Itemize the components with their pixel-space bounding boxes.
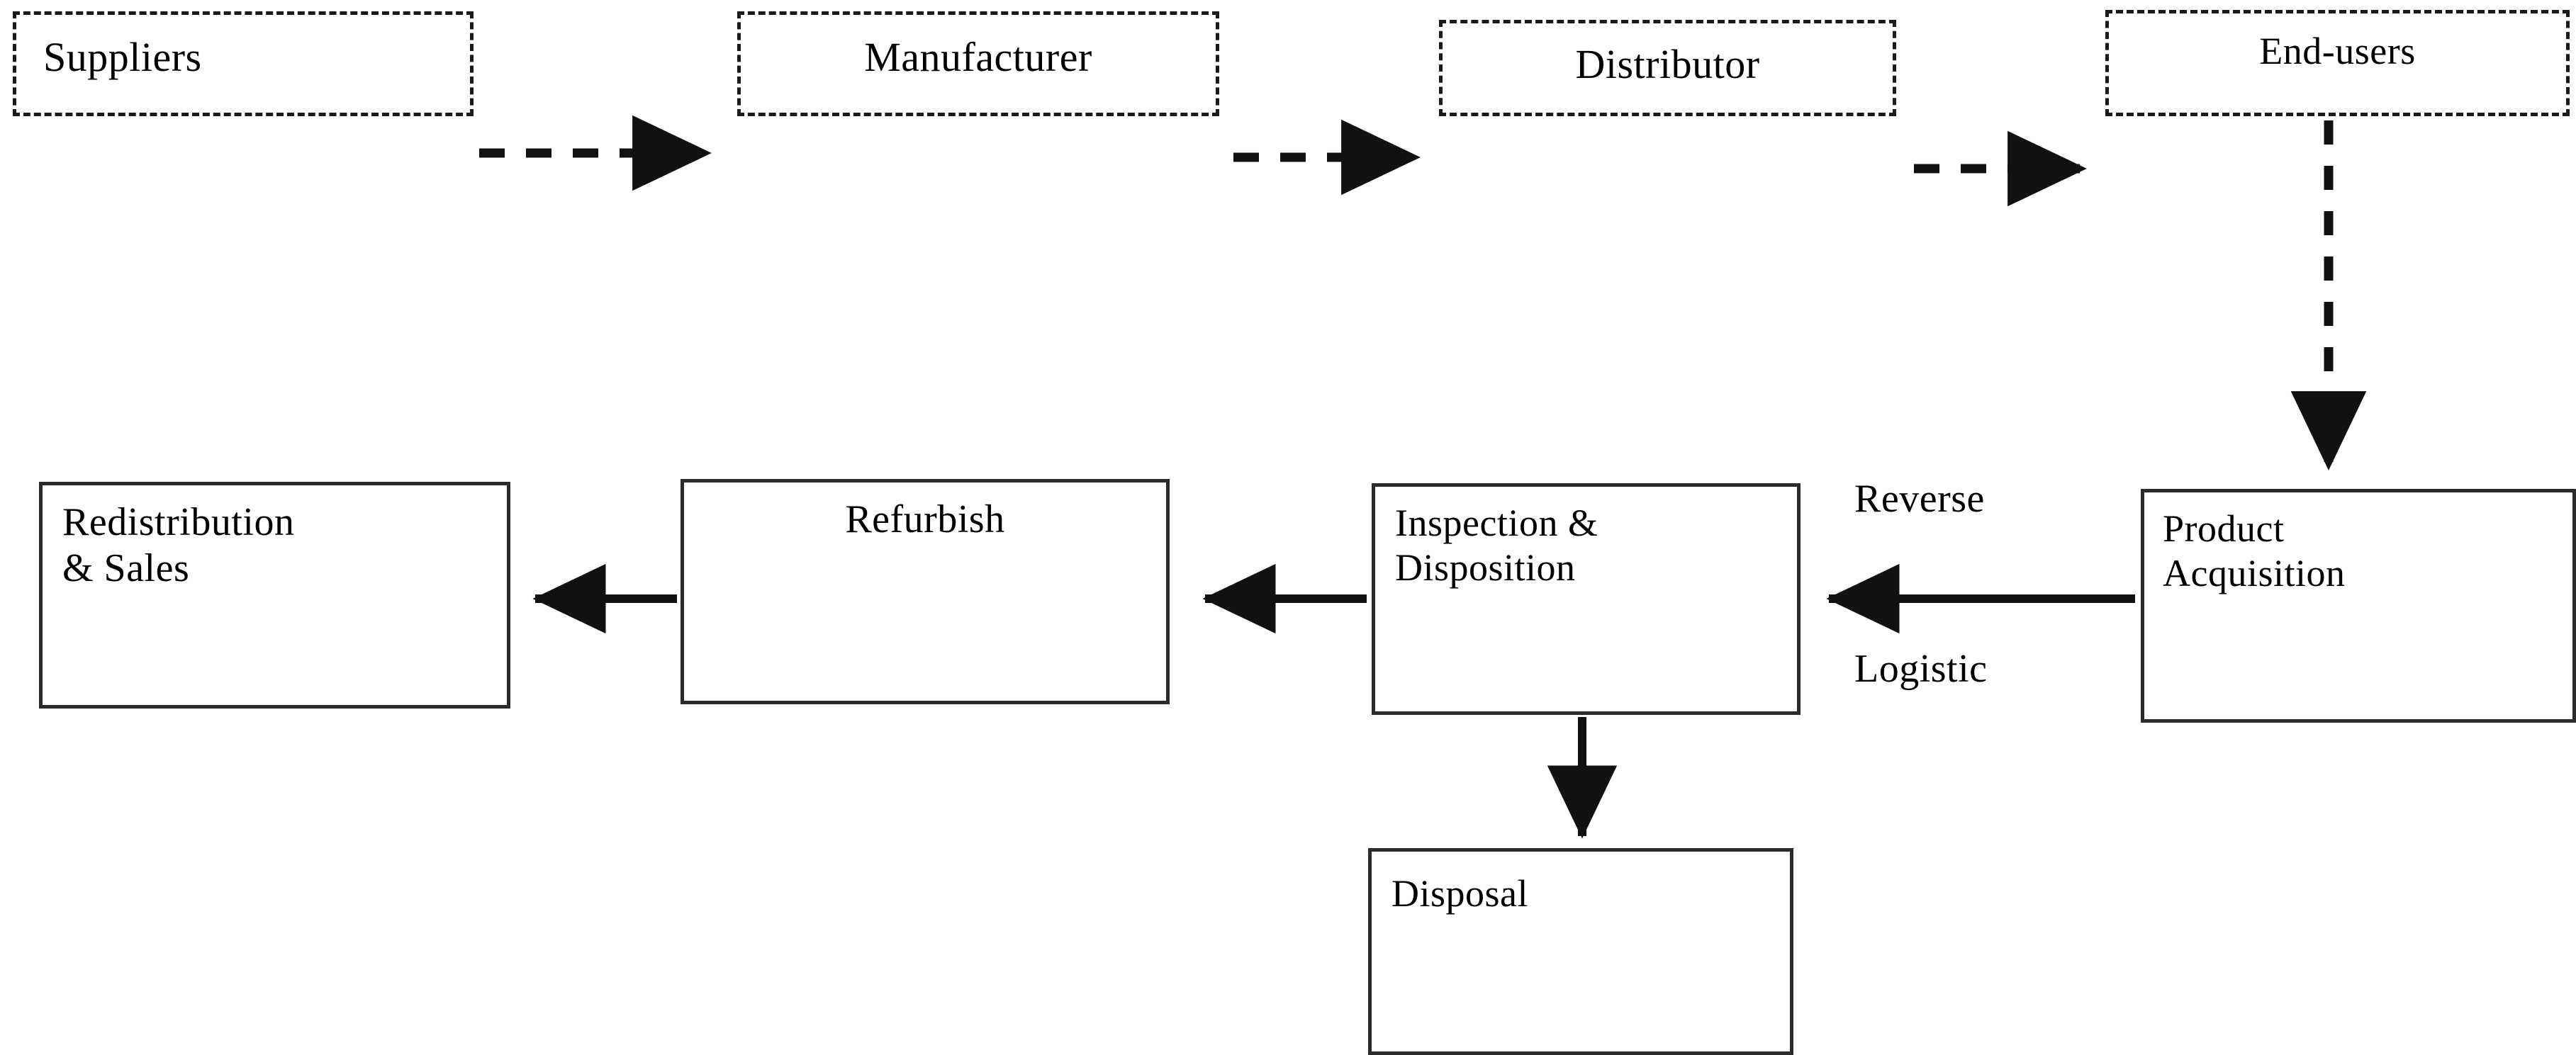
edge-label-reverse: Reverse (1854, 477, 1985, 521)
node-distributor[interactable]: Distributor (1439, 20, 1896, 116)
node-inspection-and-disposition[interactable]: Inspection & Disposition (1372, 483, 1801, 715)
node-product-acquisition[interactable]: Product Acquisition (2141, 489, 2576, 723)
node-redistribution-and-sales-label: Redistribution & Sales (62, 500, 295, 590)
node-end-users[interactable]: End-users (2105, 10, 2570, 116)
node-manufacturer[interactable]: Manufacturer (737, 11, 1219, 116)
node-inspection-and-disposition-label: Inspection & Disposition (1395, 502, 1598, 589)
node-end-users-label: End-users (2259, 30, 2416, 72)
node-suppliers[interactable]: Suppliers (13, 11, 474, 116)
node-redistribution-and-sales[interactable]: Redistribution & Sales (39, 482, 510, 709)
node-manufacturer-label: Manufacturer (864, 34, 1092, 80)
node-refurbish-label: Refurbish (845, 497, 1005, 541)
node-refurbish[interactable]: Refurbish (681, 479, 1170, 704)
node-disposal[interactable]: Disposal (1368, 848, 1793, 1055)
node-disposal-label: Disposal (1391, 872, 1528, 915)
node-distributor-label: Distributor (1575, 41, 1760, 87)
edge-label-logistic: Logistic (1854, 647, 1988, 691)
node-product-acquisition-label: Product Acquisition (2163, 507, 2346, 594)
node-suppliers-label: Suppliers (43, 34, 202, 80)
